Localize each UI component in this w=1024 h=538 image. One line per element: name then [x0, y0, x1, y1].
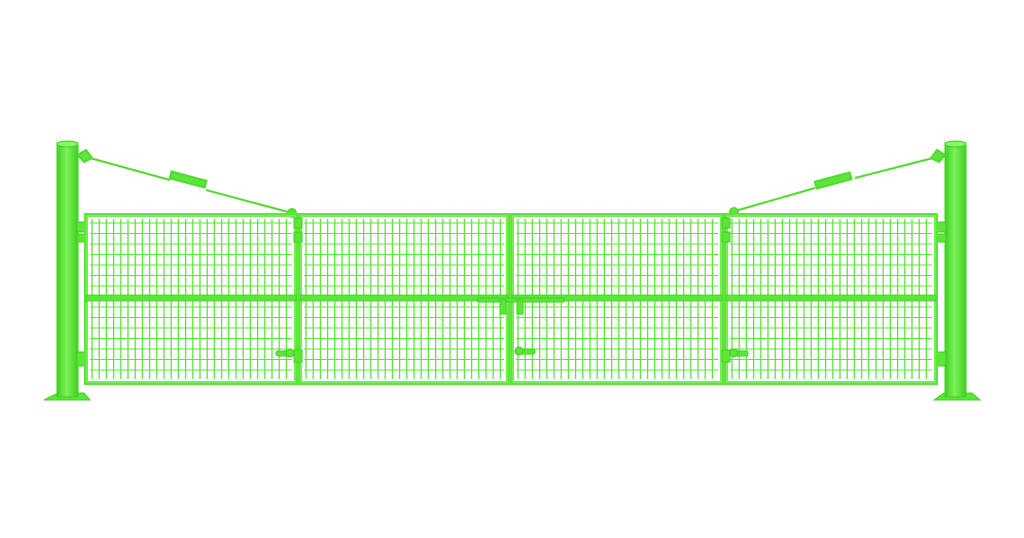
handle-center	[514, 346, 536, 356]
left-tension-wire	[76, 148, 297, 218]
right-tension-wire	[729, 148, 947, 217]
left-post	[56, 140, 79, 398]
right-post	[944, 140, 967, 398]
center-latch	[477, 297, 565, 315]
inner-hinges	[293, 217, 731, 363]
handle-right	[729, 348, 749, 358]
gate-leaf-2	[298, 213, 510, 385]
gate-leaf-4	[724, 213, 938, 385]
gate-leaf-1	[84, 213, 298, 385]
